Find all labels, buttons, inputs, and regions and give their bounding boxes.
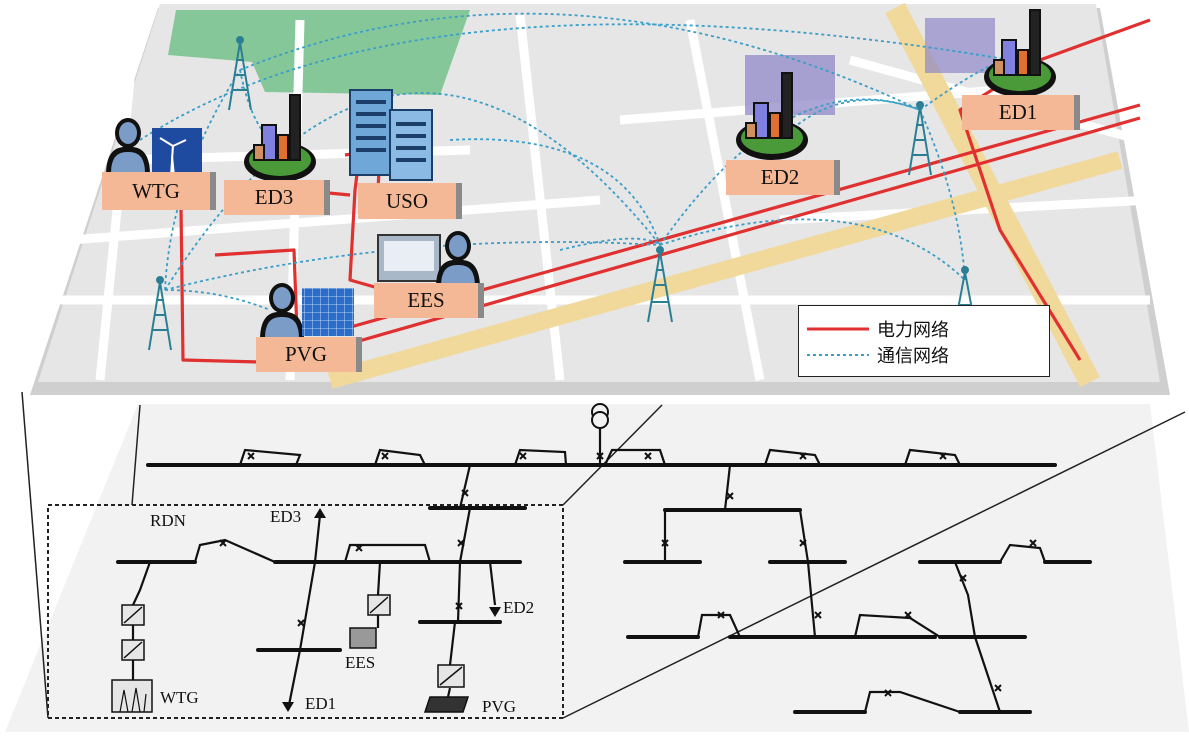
- wind-turbine-icon: [119, 687, 147, 713]
- grid-label-pvg: PVG: [482, 697, 517, 716]
- node-label-wtg: WTG: [102, 172, 210, 210]
- node-label-ed2: ED2: [726, 160, 834, 195]
- solar-panel-icon: [302, 288, 354, 336]
- grid-label-wtg: WTG: [160, 688, 199, 707]
- legend: 电力网络 通信网络: [798, 305, 1050, 377]
- node-label-uso: USO: [358, 183, 456, 219]
- grid-buses: [116, 463, 1092, 714]
- storage-icon: [377, 234, 441, 282]
- person-icon: [436, 231, 480, 288]
- building-icon: [244, 94, 316, 182]
- converter-icon: [369, 596, 389, 614]
- legend-item-comm: 通信网络: [799, 342, 1049, 368]
- grid-label-ed2: ED2: [503, 598, 535, 617]
- person-icon: [260, 283, 304, 340]
- node-label-ed1: ED1: [962, 95, 1074, 130]
- tower-icon: [228, 36, 252, 111]
- node-label-ed3: ED3: [224, 180, 324, 215]
- node-label-ees: EES: [374, 283, 478, 318]
- node-label-pvg: PVG: [256, 337, 356, 372]
- tower-icon: [647, 246, 673, 323]
- person-icon: [106, 118, 150, 175]
- transformer-icon: [591, 403, 609, 429]
- tower-icon: [148, 276, 172, 351]
- storage-icon: [349, 627, 377, 649]
- solar-panel-icon: [423, 696, 470, 713]
- load-arrows: [282, 508, 501, 712]
- map-block: [925, 18, 995, 73]
- region-label: RDN: [150, 511, 186, 530]
- projection-lines: [21, 391, 1186, 719]
- converter-icon: [123, 606, 143, 624]
- park-area: [168, 10, 470, 95]
- switch-markers: [219, 452, 1037, 697]
- grid-label-ees: EES: [345, 653, 376, 672]
- building-icon: [736, 72, 808, 160]
- grid-lines: [131, 425, 1047, 714]
- legend-label-comm: 通信网络: [877, 346, 949, 367]
- grid-label-ed3: ED3: [270, 507, 302, 526]
- legend-item-power: 电力网络: [799, 316, 1049, 342]
- tower-icon: [908, 101, 932, 176]
- converter-boxes: [111, 594, 470, 713]
- legend-label-power: 电力网络: [877, 320, 949, 341]
- converter-icon: [439, 666, 463, 686]
- server-icon: [349, 89, 433, 181]
- towers: [148, 36, 975, 351]
- grid-label-ed1: ED1: [305, 694, 337, 713]
- grid-layer: [5, 391, 1189, 732]
- converter-icon: [123, 641, 143, 659]
- wind-turbine-icon: [152, 128, 202, 176]
- building-icon: [984, 9, 1056, 97]
